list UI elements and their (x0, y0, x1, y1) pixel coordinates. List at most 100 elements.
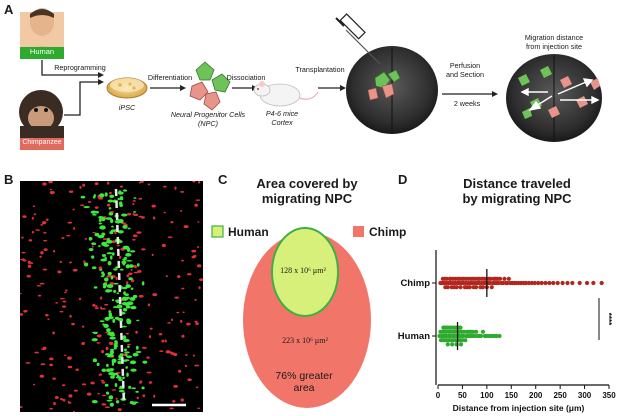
human-cell-dot (99, 193, 105, 198)
data-point-chimp (543, 280, 548, 286)
human-cell-dot (93, 210, 100, 214)
panel-c-title-line2: migrating NPC (261, 191, 353, 206)
chimp-cell-dot (135, 330, 138, 334)
chimp-cell-dot (42, 268, 48, 271)
human-cell-dot (91, 266, 97, 270)
data-point-human (474, 329, 479, 334)
chimp-cell-dot (98, 266, 103, 270)
chimp-cell-dot (59, 297, 65, 300)
chimp-cell-dot (181, 334, 185, 338)
human-cell-dot (104, 256, 107, 260)
chimp-cell-dot (42, 182, 47, 186)
human-cell-dot (117, 197, 121, 201)
significance-stars: **** (604, 313, 613, 326)
chimp-cell-dot (42, 346, 47, 350)
data-point-chimp (489, 285, 494, 290)
chimp-cell-dot (31, 231, 35, 234)
data-point-human (450, 342, 455, 347)
human-cell-dot (111, 225, 114, 228)
panel-c-title: Area covered by migrating NPC (232, 176, 382, 206)
human-cell-dot (141, 386, 145, 390)
panel-d-letter: D (398, 172, 408, 187)
chimp-cell-dot (87, 200, 92, 203)
chimp-cell-dot (27, 264, 32, 268)
chimp-cell-dot (99, 296, 103, 300)
mouse-icon (253, 81, 319, 107)
chimp-cell-dot (126, 212, 132, 216)
chimp-cell-dot (26, 274, 31, 278)
chimp-cell-dot (78, 297, 82, 301)
chimp-cell-dot (165, 275, 169, 278)
human-legend-label: Human (228, 225, 269, 239)
chimp-cell-dot (96, 334, 102, 338)
ipsc-dish-icon (106, 77, 148, 99)
human-cell-dot (109, 194, 115, 198)
human-cell-dot (109, 402, 114, 407)
human-cell-dot (135, 345, 139, 350)
human-cell-dot (125, 366, 128, 369)
human-cell-dot (100, 275, 105, 278)
human-cell-dot (119, 268, 124, 271)
chimp-cell-dot (53, 401, 56, 406)
human-cell-dot (106, 328, 111, 333)
chimp-cell-dot (43, 239, 48, 242)
chimp-cell-dot (119, 185, 123, 188)
data-point-human (458, 342, 464, 347)
chimp-cell-dot (147, 183, 151, 186)
chimp-cell-dot (127, 343, 131, 346)
chimp-cell-dot (183, 225, 189, 229)
data-point-human (463, 338, 468, 343)
data-point-chimp (599, 280, 604, 286)
data-point-human (497, 333, 502, 339)
chimp-cell-dot (72, 268, 78, 272)
human-cell-dot (93, 331, 98, 335)
data-point-human (445, 342, 450, 347)
chimp-cell-dot (178, 369, 182, 373)
human-cell-dot (141, 281, 145, 286)
x-tick-label: 350 (602, 391, 616, 400)
injection-track-line (114, 188, 126, 406)
chimp-cell-dot (163, 211, 166, 214)
chimp-cell-dot (30, 262, 34, 265)
human-cell-dot (107, 261, 112, 266)
data-point-chimp (480, 285, 486, 290)
human-cell-dot (109, 348, 115, 351)
chimp-cell-dot (90, 381, 95, 385)
human-cell-dot (136, 263, 140, 267)
human-cell-dot (106, 399, 113, 402)
chimp-cell-dot (61, 305, 67, 308)
chimp-cell-dot (100, 379, 105, 382)
chimp-cell-dot (128, 272, 133, 276)
human-cell-dot (130, 368, 137, 372)
data-point-human (462, 329, 467, 334)
step-migration: Migration distance from injection site (524, 33, 584, 51)
chimp-cell-dot (31, 217, 35, 220)
chimp-cell-dot (198, 286, 201, 290)
human-cell-dot (108, 310, 112, 313)
chimp-cell-dot (94, 206, 99, 209)
chimp-cell-dot (64, 291, 67, 294)
human-cell-dot (103, 277, 109, 282)
chimp-cell-dot (97, 392, 100, 395)
human-cell-dot (115, 400, 120, 404)
chimp-cell-dot (20, 313, 24, 316)
chimp-cell-dot (72, 208, 75, 211)
chimp-cell-dot (94, 182, 99, 186)
npc-cells-icon (189, 61, 231, 111)
data-point-chimp (506, 276, 511, 281)
chimp-cell-dot (61, 236, 65, 239)
chimp-cell-dot (173, 384, 178, 388)
step-differentiation: Differentiation (147, 73, 193, 82)
human-cell-dot (128, 277, 133, 281)
chimp-cell-dot (104, 303, 109, 306)
chimp-cell-dot (198, 181, 201, 184)
data-point-chimp (547, 280, 552, 286)
chimp-cell-dot (158, 333, 163, 336)
npc-label: Neural Progenitor Cells (NPC) (170, 110, 246, 128)
chimp-cell-dot (49, 188, 52, 191)
data-point-chimp (532, 280, 537, 286)
human-cell-dot (94, 232, 100, 237)
human-cell-dot (122, 335, 127, 340)
human-cell-dot (107, 271, 112, 276)
